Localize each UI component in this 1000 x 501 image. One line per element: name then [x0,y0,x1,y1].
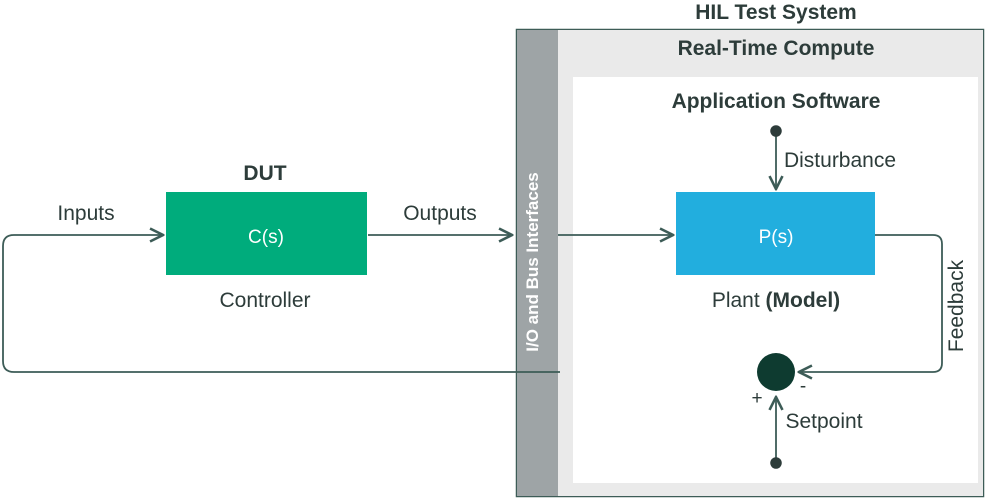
summing-junction-plus-sign: + [751,388,762,409]
setpoint-label: Setpoint [785,410,862,433]
real-time-compute-title: Real-Time Compute [678,37,875,60]
feedback-label: Feedback [945,259,968,352]
summing-junction-minus-sign: - [800,376,806,397]
hil-test-system-title: HIL Test System [695,1,856,24]
plant-caption-bold: (Model) [766,289,841,312]
controller-caption: Controller [219,289,310,312]
plant-symbol: P(s) [759,227,794,248]
inputs-label: Inputs [57,202,114,225]
io-bus-interfaces-bar [517,30,558,496]
hil-test-system-container [515,28,985,498]
plant-caption-normal: Plant [712,289,766,312]
signal-paths [2,131,943,463]
plant-caption: Plant (Model) [712,289,840,312]
plant-block [676,192,875,275]
outputs-label: Outputs [403,202,477,225]
application-software-title: Application Software [672,90,881,113]
feedback-path [799,234,943,372]
io-bus-interfaces-label: I/O and Bus Interfaces [523,172,542,352]
outer-feedback-path [2,235,560,373]
summing-junction [757,353,795,391]
disturbance-label: Disturbance [784,149,896,172]
controller-symbol: C(s) [248,227,284,248]
dut-title: DUT [243,162,286,185]
controller-block [166,192,367,275]
